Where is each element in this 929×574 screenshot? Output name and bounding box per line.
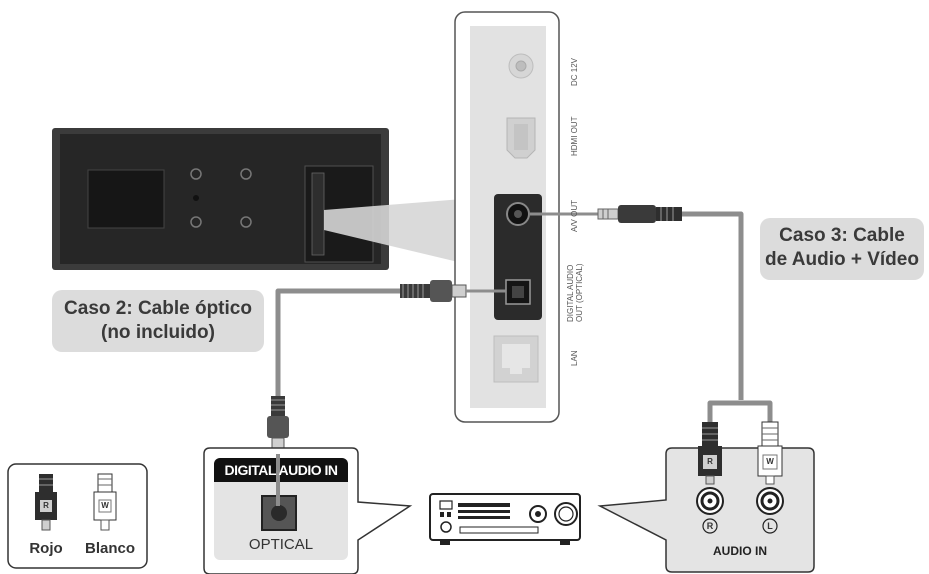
av-receiver bbox=[429, 493, 581, 545]
audio-plug-r-tag: R bbox=[707, 457, 713, 466]
case3-callout: Caso 3: Cable de Audio + Vídeo bbox=[760, 218, 924, 280]
case2-callout: Caso 2: Cable óptico (no incluido) bbox=[52, 290, 264, 352]
port-label-lan: LAN bbox=[570, 350, 579, 366]
legend-red-label: Rojo bbox=[29, 540, 63, 557]
audio-in-label: AUDIO IN bbox=[713, 544, 767, 558]
port-label-hdmi: HDMI OUT bbox=[570, 116, 579, 156]
port-label-dc: DC 12V bbox=[570, 57, 579, 86]
audio-jack-l-tag: L bbox=[767, 521, 773, 531]
port-label-digital-line2: OUT (OPTICAL) bbox=[575, 263, 584, 322]
optical-input-bubble bbox=[203, 447, 413, 574]
case3-line2: de Audio + Vídeo bbox=[765, 249, 919, 270]
av-cable-split bbox=[707, 400, 773, 430]
av-cable bbox=[682, 211, 744, 400]
audio-plug-w-tag: W bbox=[766, 457, 774, 466]
av-plug bbox=[597, 205, 682, 223]
legend-white-label: Blanco bbox=[84, 540, 135, 557]
optical-plug-panel bbox=[400, 280, 506, 302]
case2-line1: Caso 2: Cable óptico bbox=[64, 298, 252, 319]
soundbar-rear-panel bbox=[52, 128, 389, 270]
optical-plug-receiver bbox=[267, 396, 289, 455]
case2-line2: (no incluido) bbox=[101, 322, 215, 343]
audio-input-bubble bbox=[597, 421, 815, 573]
port-panel bbox=[454, 11, 560, 423]
port-label-digital-line1: DIGITAL AUDIO bbox=[566, 264, 575, 322]
legend-plug-r-tag: R bbox=[43, 501, 49, 510]
port-label-digital-audio: DIGITAL AUDIO OUT (OPTICAL) bbox=[566, 263, 584, 322]
legend-box bbox=[7, 463, 148, 569]
port-label-av-out: A/V OUT bbox=[570, 199, 579, 232]
digital-audio-in-header: DIGITAL AUDIO IN bbox=[224, 462, 338, 478]
optical-input-label: OPTICAL bbox=[248, 536, 314, 553]
audio-jack-r-tag: R bbox=[706, 521, 714, 531]
case3-line1: Caso 3: Cable bbox=[779, 225, 905, 246]
legend-plug-w-tag: W bbox=[101, 501, 109, 510]
optical-cable bbox=[275, 288, 452, 398]
